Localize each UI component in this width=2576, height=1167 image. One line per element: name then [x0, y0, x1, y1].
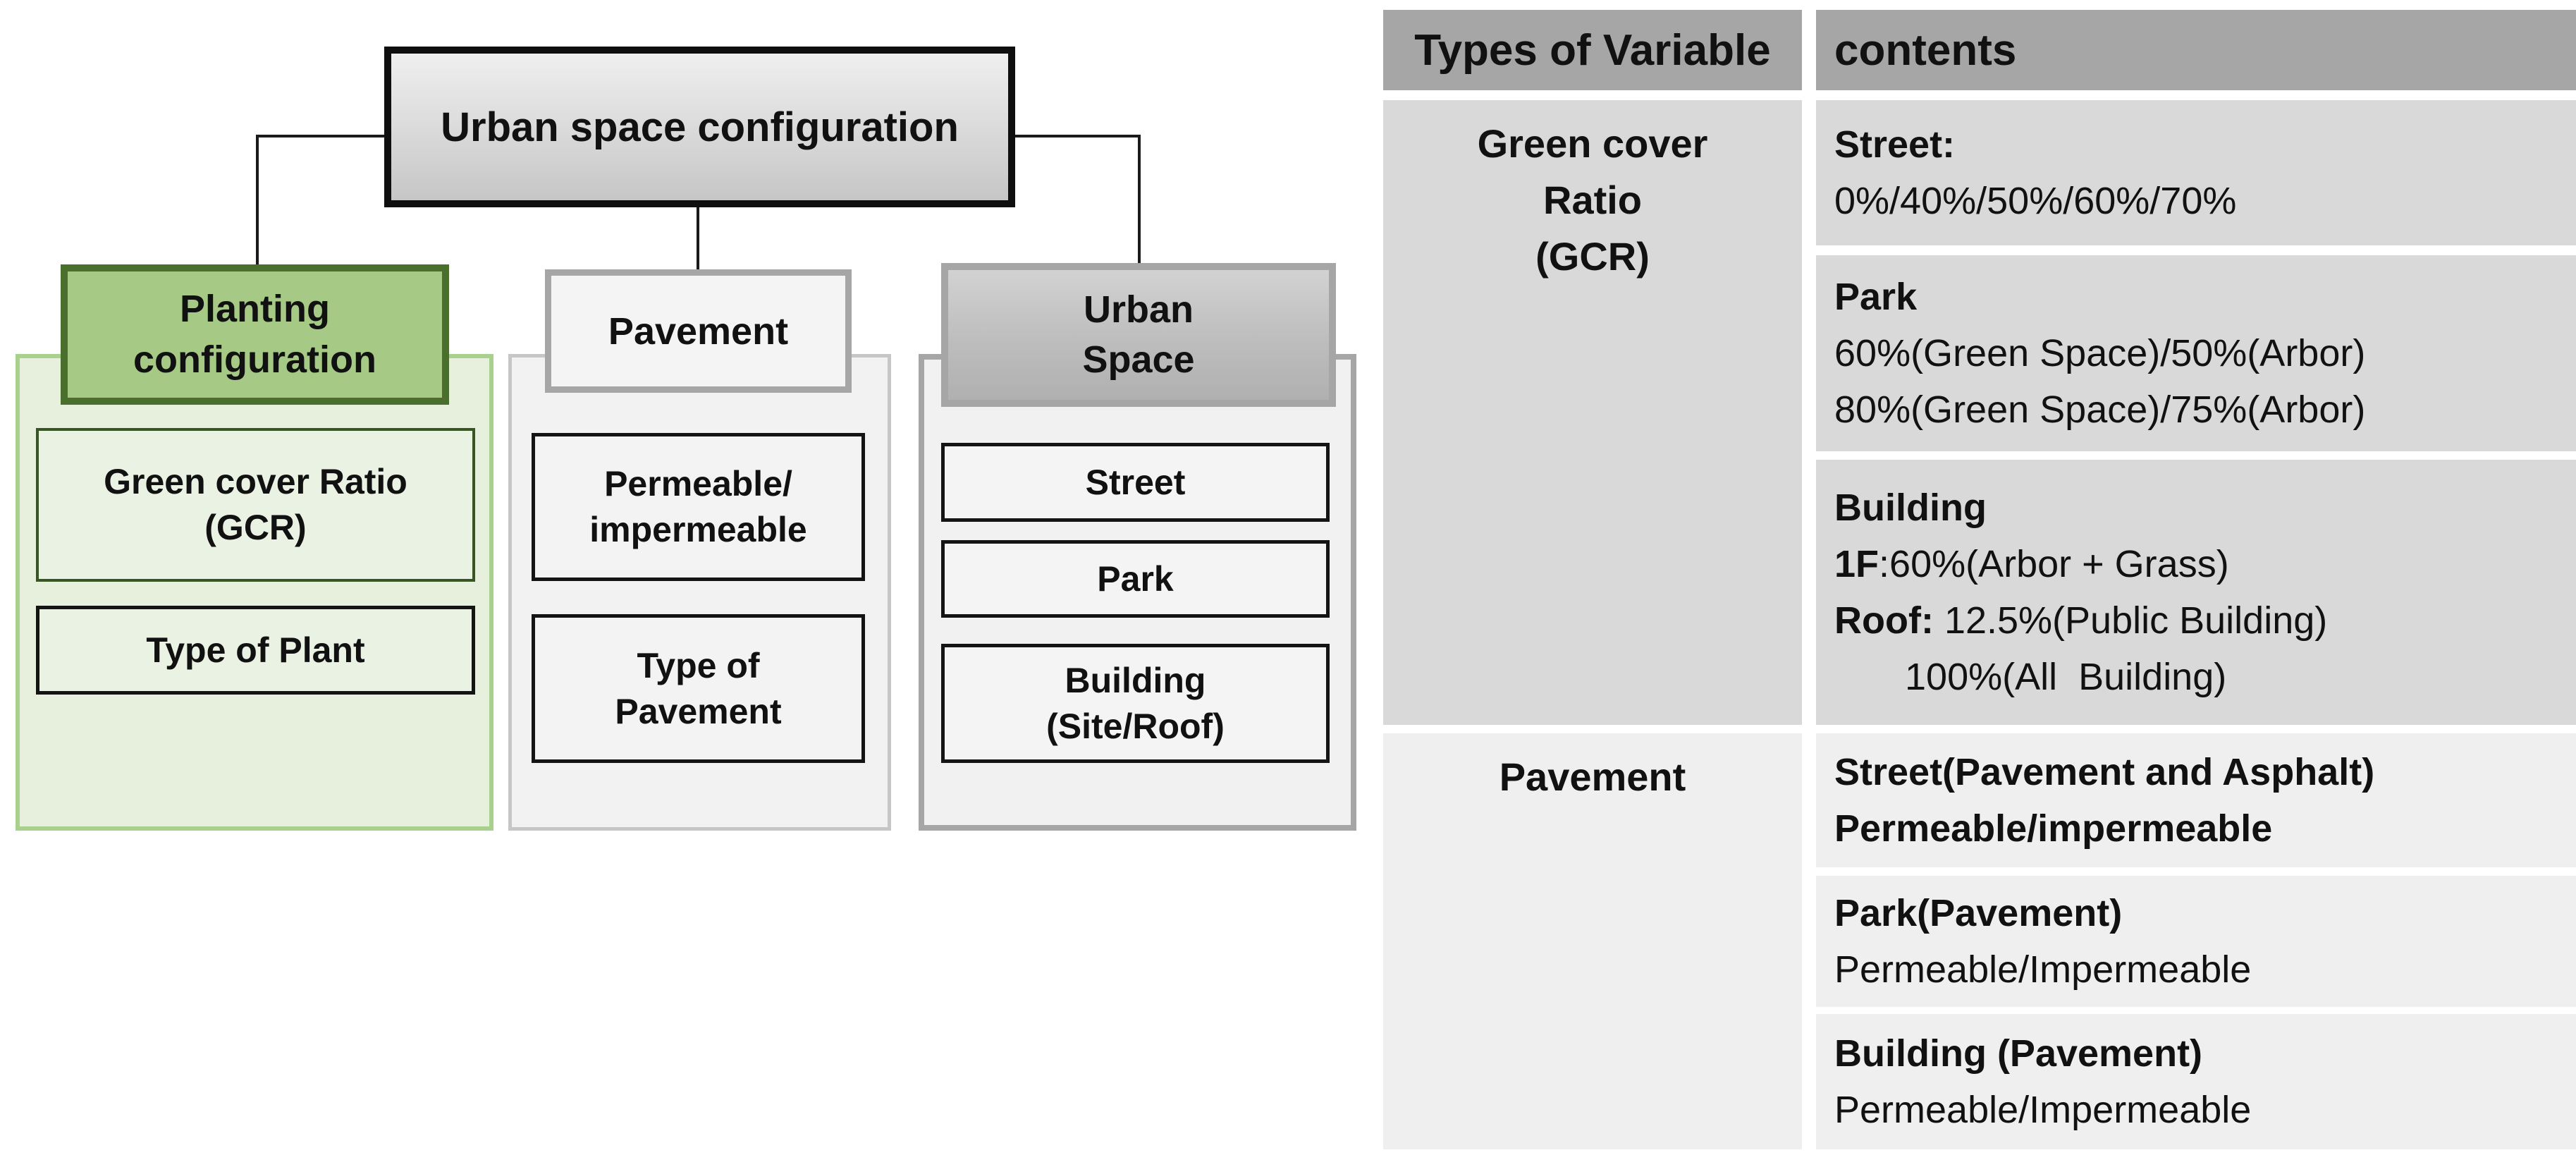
- table-cell-pavement-building: Building (Pavement) Permeable/Impermeabl…: [1816, 1014, 2576, 1149]
- gcr-street-values: 0%/40%/50%/60%/70%: [1834, 180, 2237, 222]
- type-of-pavement-label: Type of Pavement: [615, 645, 782, 731]
- table-header-types-of-variable: Types of Variable: [1383, 10, 1802, 90]
- table-cell-variable-pavement: Pavement: [1383, 733, 1802, 1149]
- pavement-building-label: Building (Pavement): [1834, 1032, 2203, 1075]
- table-cell-gcr-building: Building 1F:60%(Arbor + Grass) Roof: 12.…: [1816, 460, 2576, 725]
- type-of-pavement-node: Type of Pavement: [532, 614, 865, 763]
- table-header-contents-label: contents: [1834, 25, 2017, 75]
- gcr-street-label: Street:: [1834, 123, 1956, 166]
- table-cell-pavement-park: Park(Pavement) Permeable/Impermeable: [1816, 876, 2576, 1007]
- park-node: Park: [941, 540, 1330, 618]
- gcr-park-label-line: Park: [1834, 269, 2576, 325]
- pavement-street-line2: Permeable/impermeable: [1834, 807, 2273, 850]
- gcr-building-roof-line: Roof: 12.5%(Public Building): [1834, 592, 2576, 649]
- connector-middle-vertical: [697, 206, 699, 271]
- gcr-roof-label: Roof:: [1834, 599, 1934, 642]
- planting-configuration-node: Planting configuration: [61, 264, 449, 405]
- planting-configuration-label: Planting configuration: [133, 288, 376, 381]
- gcr-street-line1: Street:: [1834, 116, 2576, 173]
- green-cover-ratio-label: Green cover Ratio (GCR): [104, 462, 407, 547]
- pavement-street-line1: Street(Pavement and Asphalt): [1834, 751, 2375, 793]
- pavement-building-value: Permeable/Impermeable: [1834, 1089, 2252, 1131]
- gcr-building-label: Building: [1834, 487, 1987, 529]
- street-node: Street: [941, 443, 1330, 522]
- type-of-plant-label: Type of Plant: [146, 630, 365, 670]
- street-label: Street: [1085, 463, 1186, 502]
- connector-left-vertical: [256, 135, 259, 266]
- urban-space-label: Urban Space: [1082, 288, 1195, 381]
- gcr-building-label-line: Building: [1834, 479, 2576, 536]
- gcr-roof-value: 12.5%(Public Building): [1933, 599, 2328, 642]
- table-header-contents: contents: [1816, 10, 2576, 90]
- connector-left-horizontal: [256, 135, 386, 138]
- park-label: Park: [1097, 559, 1174, 599]
- root-node-urban-space-configuration: Urban space configuration: [384, 47, 1015, 207]
- root-node-label: Urban space configuration: [441, 104, 959, 150]
- connector-right-horizontal: [1014, 135, 1141, 138]
- gcr-park-label: Park: [1834, 276, 1918, 318]
- gcr-building-roof-line2: 100%(All Building): [1905, 656, 2227, 698]
- permeable-impermeable-label: Permeable/ impermeable: [589, 464, 807, 549]
- gcr-park-values: 60%(Green Space)/50%(Arbor) 80%(Green Sp…: [1834, 332, 2366, 431]
- table-cell-gcr-street: Street: 0%/40%/50%/60%/70%: [1816, 100, 2576, 245]
- connector-right-vertical: [1138, 135, 1141, 264]
- table-cell-variable-gcr: Green cover Ratio (GCR): [1383, 100, 1802, 725]
- gcr-1f-label: 1F: [1834, 543, 1879, 585]
- urban-space-node: Urban Space: [941, 263, 1336, 407]
- table-header-types-label: Types of Variable: [1414, 25, 1771, 75]
- pavement-label: Pavement: [608, 310, 789, 353]
- type-of-plant-node: Type of Plant: [36, 606, 475, 695]
- building-site-roof-node: Building (Site/Roof): [941, 644, 1330, 763]
- gcr-building-1f-line: 1F:60%(Arbor + Grass): [1834, 536, 2576, 592]
- table-cell-gcr-park: Park 60%(Green Space)/50%(Arbor) 80%(Gre…: [1816, 255, 2576, 451]
- pavement-park-label: Park(Pavement): [1834, 892, 2123, 934]
- permeable-impermeable-node: Permeable/ impermeable: [532, 433, 865, 581]
- building-site-roof-label: Building (Site/Roof): [1046, 660, 1225, 746]
- gcr-1f-value: :60%(Arbor + Grass): [1879, 543, 2229, 585]
- planting-group-container: [16, 354, 493, 831]
- green-cover-ratio-node: Green cover Ratio (GCR): [36, 428, 475, 582]
- table-cell-pavement-street: Street(Pavement and Asphalt) Permeable/i…: [1816, 733, 2576, 867]
- pavement-park-value: Permeable/Impermeable: [1834, 948, 2252, 991]
- pavement-node: Pavement: [545, 269, 852, 393]
